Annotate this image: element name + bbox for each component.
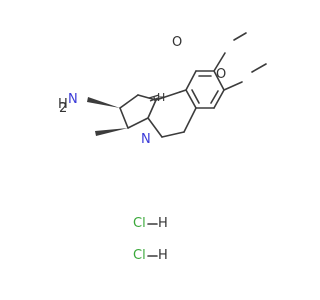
amine-nitrogen: N: [68, 92, 78, 107]
bond: [179, 89, 187, 93]
bond: [233, 32, 247, 41]
hydrochloride-2: Cl H: [133, 248, 168, 263]
hydrochloride-1: Cl H: [133, 216, 168, 231]
aromatic-ring: [185, 70, 225, 109]
amine-subscript: 2: [59, 101, 67, 116]
saturated-rings: [119, 89, 197, 138]
bond: [119, 107, 129, 129]
bond: [147, 99, 157, 119]
bond: [147, 117, 163, 138]
hash-bond: [149, 97, 159, 102]
methoxy-oxygen-right: O: [216, 67, 226, 82]
amine-hydrogen: H: [58, 97, 68, 112]
hydrogen-label: H: [158, 248, 168, 263]
wedge-bond: [87, 97, 120, 108]
double-bond-inner: [210, 90, 219, 104]
bond: [119, 94, 139, 109]
bond: [213, 89, 225, 109]
chlorine-label: Cl: [133, 248, 146, 263]
bond: [127, 117, 149, 129]
bond: [161, 131, 185, 138]
bond: [223, 81, 243, 91]
methoxy-groups: [213, 32, 267, 91]
chlorine-label: Cl: [133, 216, 146, 231]
molecule-structure: O O H 2 N N H Cl H Cl H: [58, 32, 267, 263]
stereo-bonds: [87, 94, 160, 136]
hydrogen-label: H: [158, 216, 168, 231]
bond: [155, 91, 181, 101]
wedge-bond: [95, 128, 128, 136]
molecule-canvas: O O H 2 N N H Cl H Cl H: [58, 32, 267, 263]
bond: [185, 89, 197, 109]
bond: [137, 94, 157, 101]
double-bond-inner: [191, 89, 200, 104]
stereo-hydrogen: H: [157, 91, 165, 104]
bond: [251, 63, 267, 73]
hash-bond: [148, 94, 160, 99]
bond: [183, 107, 197, 133]
methoxy-oxygen-top: O: [172, 35, 182, 50]
bond: [213, 70, 225, 91]
bond: [185, 70, 197, 91]
ring-nitrogen: N: [141, 132, 151, 147]
bond: [213, 52, 226, 72]
